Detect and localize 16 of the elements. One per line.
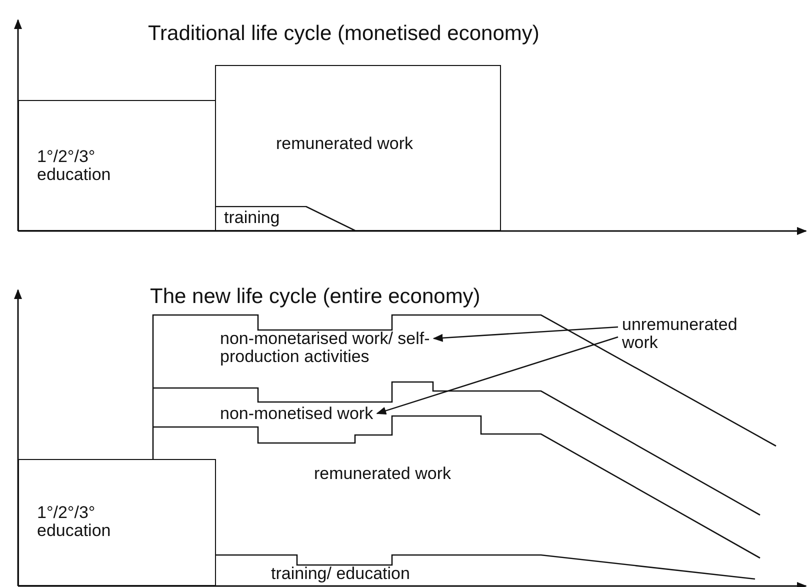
arrow xyxy=(432,326,618,342)
chart-title: Traditional life cycle (monetised economy) xyxy=(148,22,540,46)
region-label: non-monetarised work/ self-production activities xyxy=(220,330,431,366)
stage-block xyxy=(18,100,216,231)
region-label: training xyxy=(224,209,281,227)
stage-block xyxy=(215,65,501,231)
region-label: remunerated work xyxy=(314,465,452,483)
region-label: training/ education xyxy=(271,565,411,583)
region-label: 1°/2°/3° education xyxy=(37,148,112,184)
region-label: remunerated work xyxy=(276,135,414,153)
arrow xyxy=(376,336,618,415)
chart-title: The new life cycle (entire economy) xyxy=(150,285,480,309)
annotation-text: unremunerated work xyxy=(622,316,738,352)
stage-block xyxy=(18,459,216,586)
region-label: non-monetised work xyxy=(220,405,374,423)
region-label: 1°/2°/3° education xyxy=(37,504,112,540)
